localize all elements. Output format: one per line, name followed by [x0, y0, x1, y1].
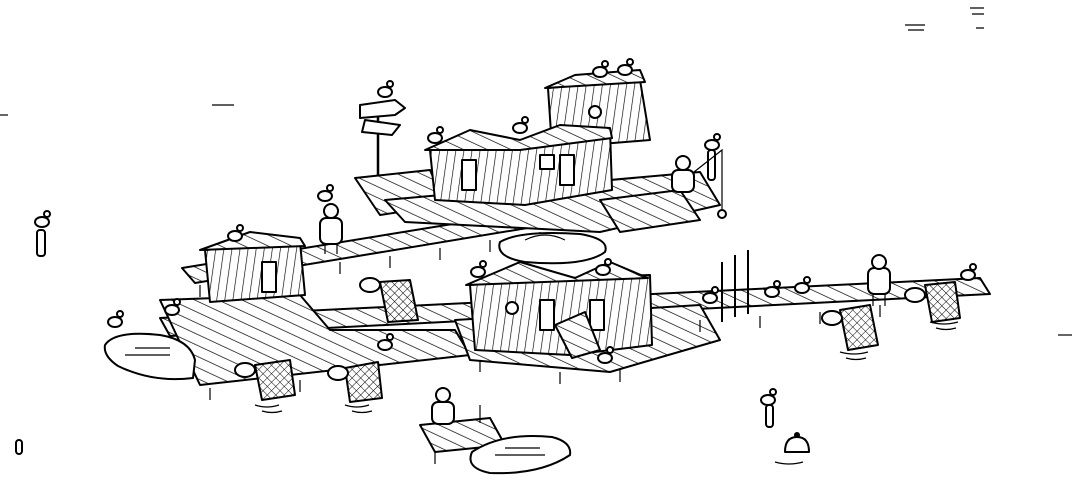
seagull[interactable] [512, 116, 529, 134]
seagull[interactable] [592, 60, 609, 78]
fishing-nets[interactable] [234, 277, 961, 403]
seagull[interactable] [377, 80, 394, 98]
seagull[interactable] [227, 224, 244, 242]
rowboat-center[interactable] [498, 232, 607, 265]
fisherman-walking[interactable] [319, 203, 343, 254]
seagull[interactable] [764, 280, 781, 298]
seagull[interactable] [317, 184, 334, 202]
fisherman-right[interactable] [867, 254, 891, 306]
hut-lower-center[interactable] [465, 261, 653, 359]
seagull[interactable] [960, 263, 977, 281]
hut-upper-center[interactable] [424, 124, 613, 206]
signpost[interactable] [359, 99, 406, 175]
seagull[interactable] [595, 258, 612, 276]
seagull[interactable] [427, 126, 444, 144]
seagull[interactable] [470, 260, 487, 278]
water-ripples [0, 7, 1072, 465]
seagulls[interactable] [34, 58, 977, 406]
seagull[interactable] [617, 58, 634, 76]
seagull[interactable] [702, 286, 719, 304]
person-on-small-dock[interactable] [431, 387, 455, 425]
boat-masts [721, 250, 749, 322]
seagull[interactable] [107, 310, 124, 328]
rowboat-bottom[interactable] [469, 435, 572, 475]
seagull[interactable] [597, 346, 614, 364]
leaning-door [554, 311, 601, 359]
hut-left[interactable] [199, 231, 306, 303]
seagull[interactable] [760, 388, 777, 406]
seagull[interactable] [164, 298, 181, 316]
rowboat-left[interactable] [103, 332, 196, 381]
seagull[interactable] [377, 333, 394, 351]
seagull[interactable] [794, 276, 811, 294]
buoy[interactable] [784, 432, 810, 453]
fisherman-sitting[interactable] [671, 148, 727, 219]
seagull[interactable] [34, 210, 51, 228]
pier-posts [199, 232, 951, 400]
seagull[interactable] [704, 133, 721, 151]
